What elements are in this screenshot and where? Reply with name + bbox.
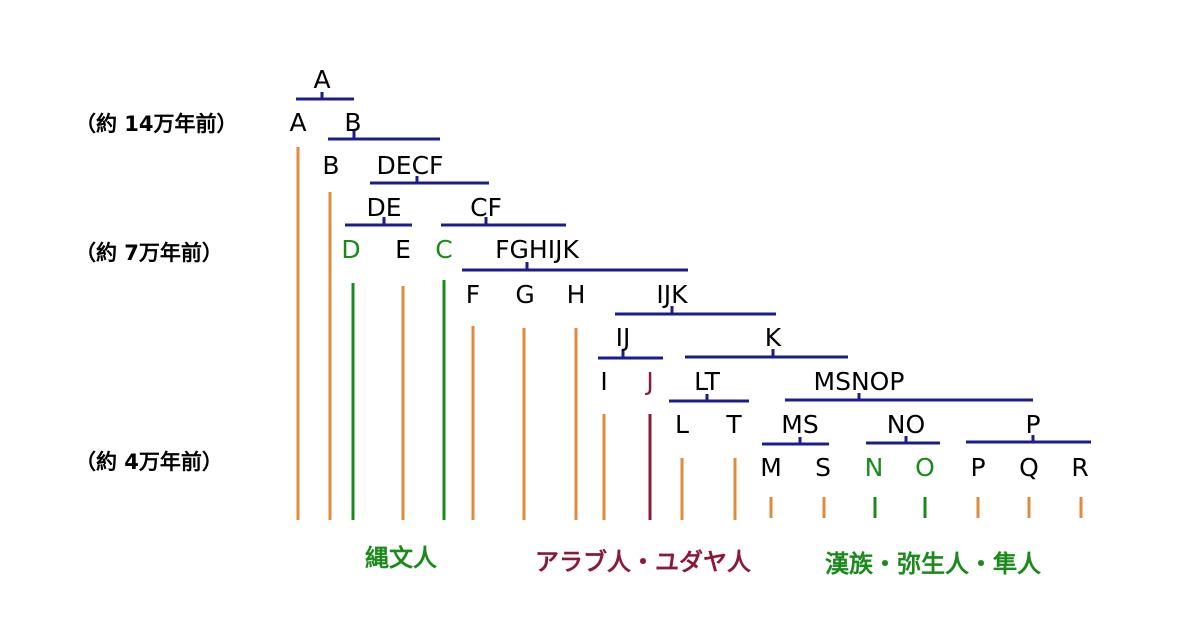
connector-IJK — [615, 306, 776, 316]
node-IJK: IJK — [656, 280, 688, 309]
branch-connectors — [296, 92, 1091, 446]
node-J: J — [644, 367, 653, 396]
era-label-7: （約 7万年前） — [75, 241, 223, 265]
node-I: I — [600, 367, 607, 396]
connector-NO — [866, 436, 940, 445]
node-FGHIJK: FGHIJK — [495, 235, 579, 264]
node-A-root: A — [313, 65, 330, 94]
connector-DECF — [370, 176, 489, 185]
node-T: T — [725, 410, 742, 439]
node-C: C — [435, 235, 452, 264]
node-R: R — [1071, 453, 1088, 482]
node-M: M — [760, 453, 782, 482]
connector-A — [296, 92, 354, 101]
era-label-14: （約 14万年前） — [75, 112, 238, 136]
node-N: N — [865, 453, 884, 482]
node-IJ: IJ — [616, 323, 631, 352]
node-Q: Q — [1019, 453, 1039, 482]
connector-CF — [441, 217, 566, 227]
node-labels: A A B B DECF DE CF D E C FGHIJK F G H IJ… — [289, 65, 1088, 482]
node-P-parent: P — [1025, 410, 1040, 439]
node-K: K — [765, 323, 782, 352]
node-G: G — [515, 280, 534, 309]
node-B-parent: B — [344, 108, 361, 137]
node-MS: MS — [781, 410, 818, 439]
node-CF: CF — [470, 193, 502, 222]
connector-FGHIJK — [462, 262, 688, 272]
connector-IJ — [598, 350, 663, 360]
group-label-jomon: 縄文人 — [365, 544, 437, 572]
node-NO: NO — [887, 410, 925, 439]
connector-B — [328, 131, 440, 141]
connector-P — [966, 435, 1091, 444]
node-MSNOP: MSNOP — [814, 367, 905, 396]
node-LT: LT — [694, 367, 720, 396]
node-F: F — [466, 280, 480, 309]
connector-MS — [762, 437, 829, 446]
era-label-4: （約 4万年前） — [75, 450, 223, 474]
node-H: H — [567, 280, 586, 309]
connector-LT — [669, 394, 749, 403]
group-label-arab-jewish: アラブ人・ユダヤ人 — [535, 548, 751, 576]
node-D: D — [341, 235, 360, 264]
node-DECF: DECF — [377, 151, 444, 180]
node-B: B — [322, 151, 339, 180]
node-S: S — [815, 453, 831, 482]
connector-MSNOP — [785, 393, 1033, 402]
node-P: P — [970, 453, 985, 482]
group-label-han-yayoi-hayato: 漢族・弥生人・隼人 — [825, 550, 1041, 578]
lineage-lines — [296, 147, 1083, 520]
node-A: A — [289, 108, 306, 137]
node-DE: DE — [366, 193, 401, 222]
node-L: L — [675, 410, 689, 439]
connector-DE — [345, 217, 412, 227]
node-O: O — [915, 453, 935, 482]
connector-K — [685, 349, 848, 359]
node-E: E — [395, 235, 411, 264]
